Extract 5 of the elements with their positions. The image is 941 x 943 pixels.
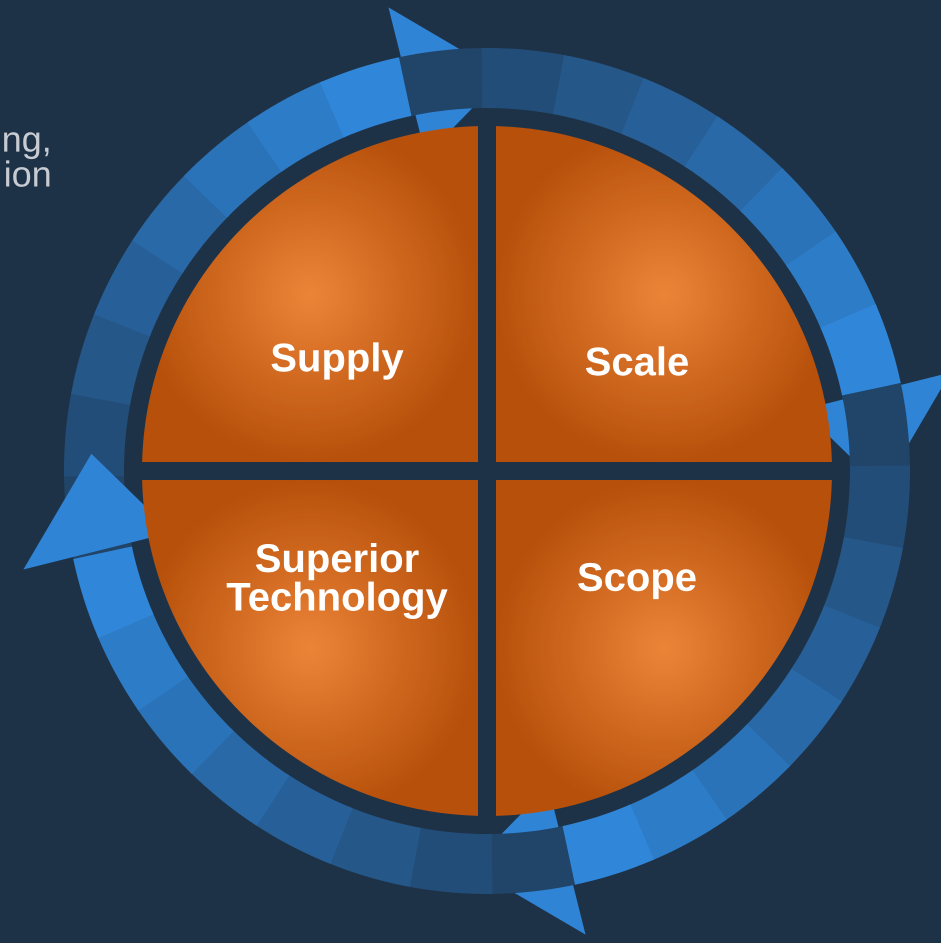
quadrant: Scope — [578, 562, 696, 600]
text-fragment: ng, ion — [4, 132, 50, 187]
quadrant: Superior Technology — [226, 542, 448, 620]
quadrant: Supply — [271, 342, 404, 380]
quadrant: Scale — [586, 346, 688, 376]
